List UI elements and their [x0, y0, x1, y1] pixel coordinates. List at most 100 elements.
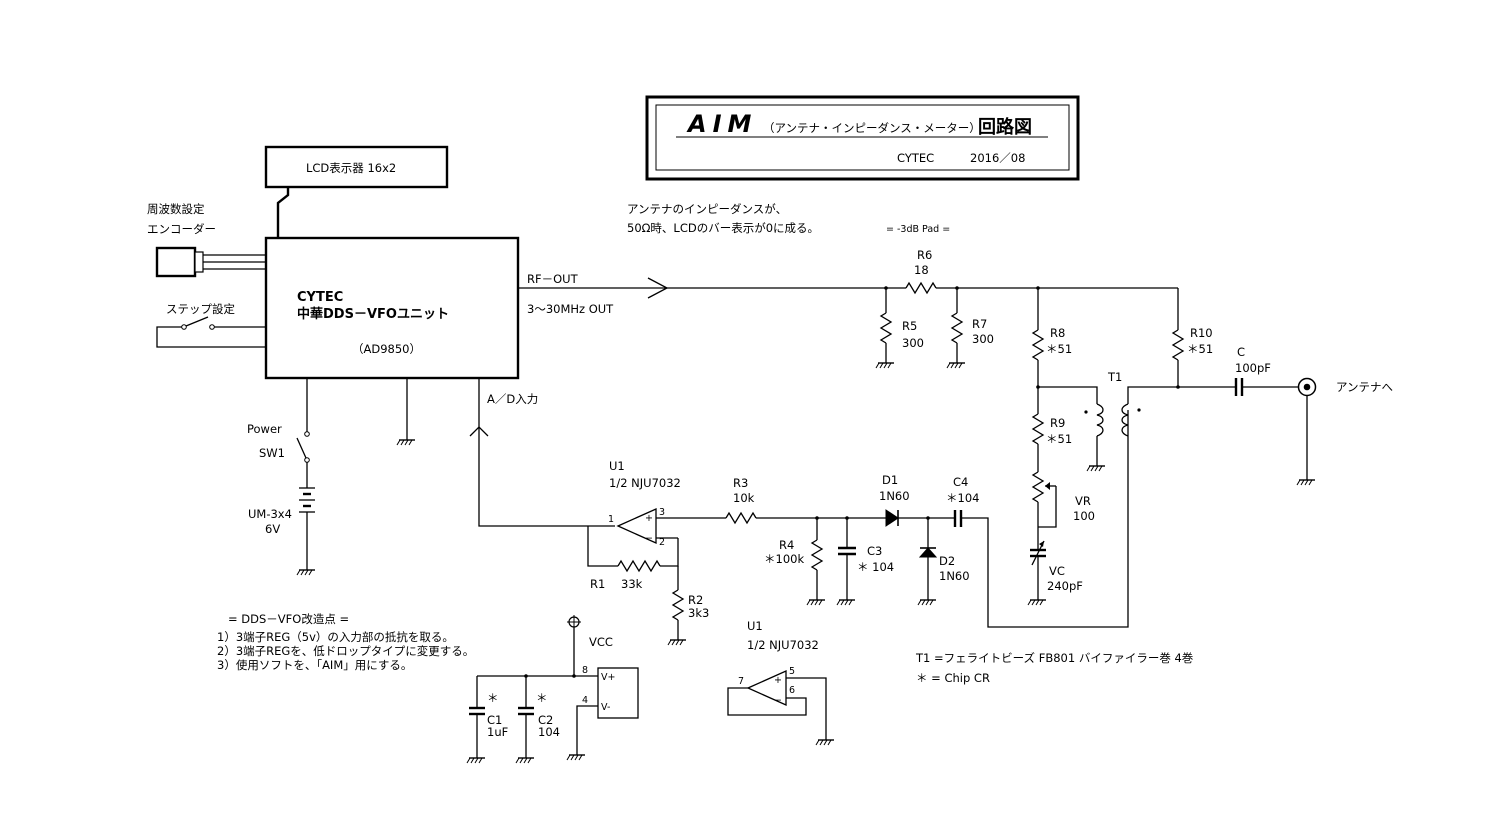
ground-icon: [566, 754, 586, 761]
freq-range-label: 3～30MHz OUT: [527, 302, 614, 316]
t1-label: T1: [1107, 370, 1122, 384]
c3-value: ＊ 104: [857, 560, 894, 574]
antenna-connector-icon: [1297, 377, 1317, 397]
c2-star: ＊: [536, 691, 548, 705]
c1-value: 1uF: [487, 725, 508, 739]
battery-label-1: UM-3x4: [248, 507, 292, 521]
rf-out: RF－OUT 3～30MHz OUT: [518, 272, 886, 316]
title-sub: （アンテナ・インピーダンス・メーター）: [763, 121, 981, 135]
vr-value: 100: [1073, 509, 1095, 523]
pin-5: 5: [789, 666, 795, 677]
r1-value: 33k: [621, 577, 643, 591]
d2-value: 1N60: [939, 569, 970, 583]
ground-icon: [815, 739, 835, 746]
r2-label: R2: [688, 593, 703, 607]
ground-icon: [466, 757, 486, 764]
opamp-u1: U1 1/2 NJU7032 + − 1 2 3 R1 33k R2 3k3: [587, 459, 726, 646]
antenna-label: アンテナへ: [1336, 380, 1393, 394]
vfo-block: CYTEC 中華DDS－VFOユニット （AD9850）: [264, 236, 520, 380]
ground-icon: [806, 599, 826, 606]
ground-icon: [836, 599, 856, 606]
power-section: Power SW1 UM-3x4 6V: [247, 378, 316, 576]
vr-label: VR: [1075, 494, 1091, 508]
vcc-label: VCC: [589, 635, 613, 649]
u1b-plus: +: [774, 675, 782, 686]
c2-label: C2: [538, 713, 553, 727]
sw1-label: SW1: [259, 446, 285, 460]
mods-title: = DDS－VFO改造点 =: [228, 612, 349, 626]
step-label: ステップ設定: [166, 302, 235, 316]
r3: R3 10k: [725, 476, 886, 525]
u1-plus: +: [645, 513, 653, 524]
mods-notes: = DDS－VFO改造点 = 1）3端子REG（5v）の入力部の抵抗を取る。 2…: [217, 612, 474, 672]
r8-value: ＊51: [1046, 342, 1072, 356]
d2-label: D2: [939, 554, 955, 568]
r5-label: R5: [902, 319, 917, 333]
r3-label: R3: [733, 476, 748, 490]
antenna-note-2: 50Ω時、LCDのバー表示が0に成る。: [627, 221, 819, 235]
ground-icon: [296, 569, 316, 576]
c1-star: ＊: [487, 691, 499, 705]
encoder-block: 周波数設定 エンコーダー: [147, 202, 266, 278]
vplus-label: V+: [601, 672, 615, 683]
lcd-label: LCD表示器 16x2: [306, 161, 396, 175]
r8-label: R8: [1050, 326, 1065, 340]
rf-out-label: RF－OUT: [527, 272, 579, 286]
battery-label-2: 6V: [265, 522, 280, 536]
r10-label: R10: [1190, 326, 1213, 340]
u1-minus: −: [645, 533, 653, 544]
r3-value: 10k: [733, 491, 755, 505]
ground-icon: [1027, 599, 1047, 606]
pin-4: 4: [582, 695, 588, 706]
vfo-label-3: （AD9850）: [352, 342, 421, 356]
t1-note: T1 =フェライトビーズ FB801 バイファイラー巻 4巻: [915, 651, 1194, 665]
c-value: 100pF: [1235, 361, 1271, 375]
ground-icon: [396, 439, 416, 446]
title-kanji: 回路図: [978, 116, 1032, 138]
d1: D1 1N60: [879, 473, 955, 527]
vc-value: 240pF: [1047, 579, 1083, 593]
vfo-label-1: CYTEC: [297, 290, 343, 305]
pin-2: 2: [659, 537, 665, 548]
ad-input: A／D入力: [469, 378, 615, 527]
r9-value: ＊51: [1046, 432, 1072, 446]
c1-label: C1: [487, 713, 502, 727]
c2-value: 104: [538, 725, 560, 739]
ground-icon: [515, 757, 535, 764]
ground-icon: [667, 639, 687, 646]
title-block: AIM （アンテナ・インピーダンス・メーター） 回路図 CYTEC 2016／0…: [645, 95, 1080, 181]
d2: D2 1N60: [917, 516, 970, 606]
u1-label: U1: [609, 459, 625, 473]
pin-3: 3: [659, 507, 665, 518]
u1b-minus: −: [774, 695, 782, 706]
ground-icon: [875, 362, 895, 369]
r5-value: 300: [902, 336, 924, 350]
c4: C4 ＊104: [946, 410, 1129, 628]
ground-icon: [1086, 465, 1106, 472]
mods-2: 2）3端子REGを、低ドロップタイプに変更する。: [217, 644, 474, 658]
pin-1: 1: [608, 514, 614, 525]
c4-value: ＊104: [946, 491, 979, 505]
pin-6: 6: [789, 685, 795, 696]
c3-label: C3: [867, 544, 882, 558]
r6-value: 18: [914, 263, 929, 277]
r9-label: R9: [1050, 416, 1065, 430]
chip-note: ＊ = Chip CR: [916, 671, 990, 685]
antenna-note-1: アンテナのインピーダンスが、: [627, 202, 787, 216]
c-label: C: [1237, 345, 1245, 359]
encoder-label-1: 周波数設定: [147, 202, 205, 216]
opamp-u1b: U1 1/2 NJU7032 + − 5 6 7: [727, 619, 835, 746]
r4-label: R4: [779, 538, 794, 552]
r7-label: R7: [972, 317, 987, 331]
vc-label: VC: [1049, 564, 1065, 578]
pin-7: 7: [738, 676, 744, 687]
title-main: AIM: [686, 110, 757, 138]
r2-value: 3k3: [688, 606, 709, 620]
r4-value: ＊100k: [764, 552, 804, 566]
d1-label: D1: [882, 473, 898, 487]
vcc-terminal-icon: [567, 615, 581, 629]
title-date: 2016／08: [970, 151, 1025, 165]
t1-transformer: T1: [1084, 370, 1141, 472]
d1-value: 1N60: [879, 489, 910, 503]
opamp-power: VCC V+ V- 8 4 ＊ C1 1uF ＊ C2 104: [466, 615, 639, 764]
